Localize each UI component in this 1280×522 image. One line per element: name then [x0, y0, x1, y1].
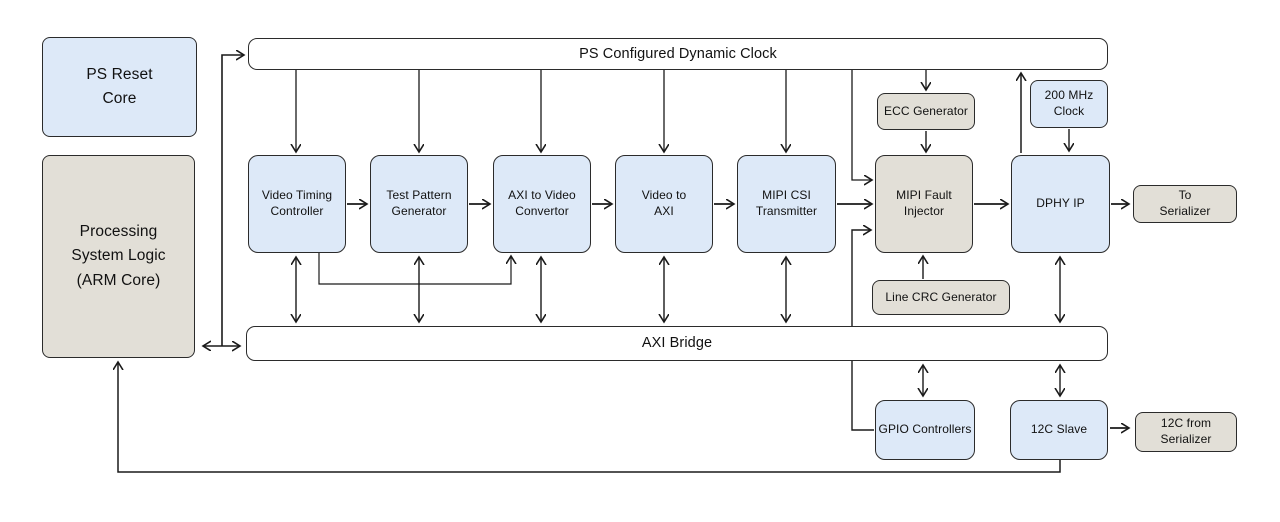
block-label: DPHY IP — [1036, 196, 1085, 211]
block-mipi-fault-injector: MIPI Fault Injector — [875, 155, 973, 253]
block-label: ECC Generator — [884, 103, 968, 118]
block-dphy-ip: DPHY IP — [1011, 155, 1110, 253]
block-gpio-controllers: GPIO Controllers — [875, 400, 975, 460]
wire-group — [118, 55, 1129, 473]
block-label: AXI to Video Convertor — [508, 188, 576, 218]
block-label: GPIO Controllers — [878, 422, 972, 437]
block-axi-to-video-convertor: AXI to Video Convertor — [493, 155, 591, 253]
block-label: To Serializer — [1159, 188, 1211, 218]
block-label: PS Reset Core — [86, 65, 153, 107]
block-200mhz-clock: 200 MHz Clock — [1030, 80, 1108, 128]
block-label: 12C from Serializer — [1160, 416, 1212, 446]
block-video-timing-controller: Video Timing Controller — [248, 155, 346, 253]
block-label: Processing System Logic (ARM Core) — [71, 223, 166, 289]
block-ecc-generator: ECC Generator — [877, 93, 975, 130]
bus-label: AXI Bridge — [641, 335, 713, 352]
block-label: Line CRC Generator — [885, 289, 997, 304]
arrow-vtc-to-axi2v — [318, 253, 511, 285]
block-i2c-from-serializer: 12C from Serializer — [1135, 412, 1237, 452]
block-to-serializer: To Serializer — [1133, 185, 1237, 223]
arrow-clock-to-mfi — [851, 70, 872, 180]
block-test-pattern-generator: Test Pattern Generator — [370, 155, 468, 253]
arrow-arm-to-clock — [221, 55, 244, 346]
bus-ps-configured-dynamic-clock: PS Configured Dynamic Clock — [248, 38, 1108, 70]
arrow-i2c-to-arm — [118, 362, 1061, 473]
block-line-crc-generator: Line CRC Generator — [872, 280, 1010, 315]
block-label: 12C Slave — [1030, 422, 1088, 437]
block-label: MIPI Fault Injector — [896, 188, 952, 218]
bus-label: PS Configured Dynamic Clock — [579, 45, 777, 62]
block-label: Video Timing Controller — [261, 188, 333, 218]
block-i2c-slave: 12C Slave — [1010, 400, 1108, 460]
block-label: Video to AXI — [641, 188, 687, 218]
block-label: Test Pattern Generator — [386, 188, 452, 218]
block-label: MIPI CSI Transmitter — [755, 188, 818, 218]
bus-axi-bridge: AXI Bridge — [246, 326, 1108, 361]
block-processing-system-logic: Processing System Logic (ARM Core) — [42, 155, 195, 358]
block-mipi-csi-transmitter: MIPI CSI Transmitter — [737, 155, 836, 253]
block-ps-reset-core: PS Reset Core — [42, 37, 197, 137]
block-video-to-axi: Video to AXI — [615, 155, 713, 253]
block-label: 200 MHz Clock — [1044, 88, 1094, 118]
